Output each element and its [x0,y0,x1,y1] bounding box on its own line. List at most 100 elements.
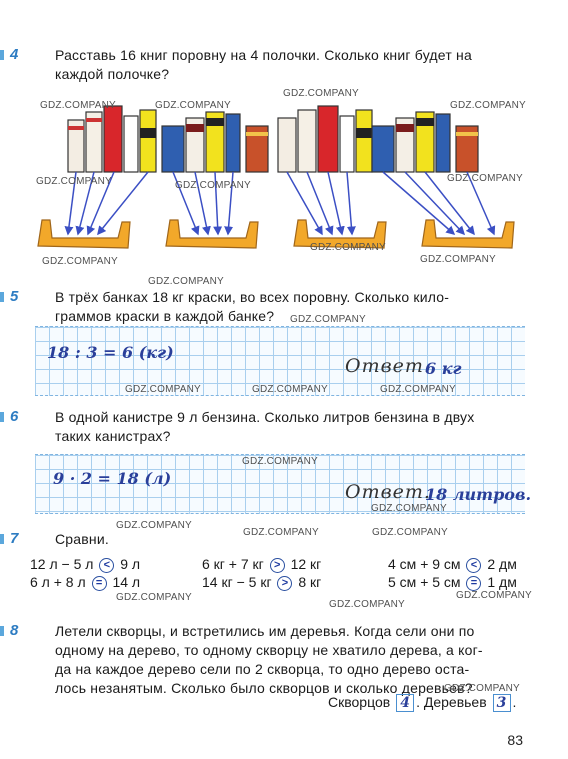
book-group [161,111,269,173]
task-number: 5 [10,288,19,305]
comparison-left: 4 см + 9 см [388,556,461,572]
task-marker [0,292,4,302]
task-number: 4 [10,46,19,63]
trees-answer-box: 3 [492,694,511,713]
watermark: GDZ.COMPANY [420,254,496,265]
comparison-left: 5 см + 5 см [388,574,461,590]
answer-label: Ответ. [345,355,431,377]
watermark: GDZ.COMPANY [456,590,532,601]
watermark: GDZ.COMPANY [310,242,386,253]
comparison-right: 2 дм [487,556,517,572]
watermark: GDZ.COMPANY [40,100,116,111]
comparison-sign: > [269,557,285,573]
watermark: GDZ.COMPANY [329,599,405,610]
watermark: GDZ.COMPANY [380,384,456,395]
watermark: GDZ.COMPANY [283,88,359,99]
answer-label: Ответ. [345,481,431,503]
task-line: Сравни. [55,531,109,547]
comparison-right: 9 л [120,556,141,572]
watermark: GDZ.COMPANY [125,384,201,395]
watermark: GDZ.COMPANY [444,683,520,694]
arrows [64,171,496,236]
comparison-left: 12 л − 5 л [30,556,94,572]
task-number: 8 [10,622,19,639]
task-line: Расставь 16 книг поровну на 4 полочки. С… [55,47,472,63]
task-number: 7 [10,530,19,547]
task-line: Летели скворцы, и встретились им деревья… [55,623,475,639]
task-8-answer: Скворцов 4. Деревьев 3. [328,694,517,713]
task-line: граммов краски в каждой банке? [55,308,275,324]
comparison-right: 12 кг [290,556,322,572]
comparison-right: 8 кг [298,574,322,590]
task-text: В трёх банках 18 кг краски, во всех поро… [55,288,535,326]
task-marker [0,626,4,636]
task-line: таких канистрах? [55,428,171,444]
watermark: GDZ.COMPANY [175,180,251,191]
book-group [371,111,479,173]
task-number: 6 [10,408,19,425]
comparison-sign: = [466,575,482,591]
comparison-left: 14 кг − 5 кг [202,574,272,590]
book-group [277,105,373,173]
shelf [37,219,131,249]
comparison-item: 14 кг − 5 кг > 8 кг [202,574,321,591]
books-shelves-illustration [37,105,515,249]
task-text: Летели скворцы, и встретились им деревья… [55,622,535,698]
comparison-left: 6 кг + 7 кг [202,556,264,572]
starlings-label: Скворцов [328,694,391,710]
answer-grid: 9 · 2 = 18 (л) Ответ. 18 литров. [35,454,531,514]
comparison-item: 4 см + 9 см < 2 дм [388,556,517,573]
task-line: да на каждое дерево сели по 2 скворца, т… [55,661,470,677]
comparison-right: 1 дм [487,574,517,590]
separator: . [416,694,420,710]
comparison-item: 12 л − 5 л < 9 л [30,556,140,573]
comparison-left: 6 л + 8 л [30,574,86,590]
task-line: В одной канистре 9 л бензина. Сколько ли… [55,409,475,425]
watermark: GDZ.COMPANY [290,314,366,325]
watermark: GDZ.COMPANY [116,520,192,531]
answer-grid: 18 : 3 = 6 (кг) Ответ. 6 кг [35,326,525,396]
watermark: GDZ.COMPANY [116,592,192,603]
task-marker [0,534,4,544]
watermark: GDZ.COMPANY [36,176,112,187]
task-text: В одной канистре 9 л бензина. Сколько ли… [55,408,535,446]
watermark: GDZ.COMPANY [42,256,118,267]
task-marker [0,50,4,60]
watermark: GDZ.COMPANY [243,527,319,538]
solution-expression: 18 : 3 = 6 (кг) [47,343,174,362]
watermark: GDZ.COMPANY [252,384,328,395]
comparison-item: 5 см + 5 см = 1 дм [388,574,517,591]
comparison-item: 6 кг + 7 кг > 12 кг [202,556,321,573]
task-line: каждой полочке? [55,66,170,82]
watermark: GDZ.COMPANY [155,100,231,111]
watermark: GDZ.COMPANY [450,100,526,111]
task-line: лось незанятым. Сколько было скворцов и … [55,680,473,696]
task-text: Сравни. [55,530,535,549]
shelf [293,219,387,249]
answer-value: 6 кг [425,359,462,378]
page-number: 83 [507,732,523,748]
starlings-answer-box: 4 [396,694,415,713]
shelf [421,219,515,249]
comparison-sign: < [99,557,115,573]
trees-label: Деревьев [423,694,487,710]
comparison-sign: = [91,575,107,591]
end-period: . [512,694,517,710]
comparison-right: 14 л [112,574,141,590]
book-group [67,105,157,173]
comparison-item: 6 л + 8 л = 14 л [30,574,140,591]
watermark: GDZ.COMPANY [148,276,224,287]
watermark: GDZ.COMPANY [371,503,447,514]
watermark: GDZ.COMPANY [447,173,523,184]
task-text: Расставь 16 книг поровну на 4 полочки. С… [55,46,535,84]
shelf [165,219,259,249]
task-line: одному на дерево, то одному скворцу не х… [55,642,483,658]
task-marker [0,412,4,422]
watermark: GDZ.COMPANY [372,527,448,538]
solution-expression: 9 · 2 = 18 (л) [53,469,172,488]
comparison-sign: > [277,575,293,591]
answer-value: 18 литров. [425,485,532,504]
comparison-sign: < [466,557,482,573]
task-line: В трёх банках 18 кг краски, во всех поро… [55,289,450,305]
watermark: GDZ.COMPANY [242,456,318,467]
